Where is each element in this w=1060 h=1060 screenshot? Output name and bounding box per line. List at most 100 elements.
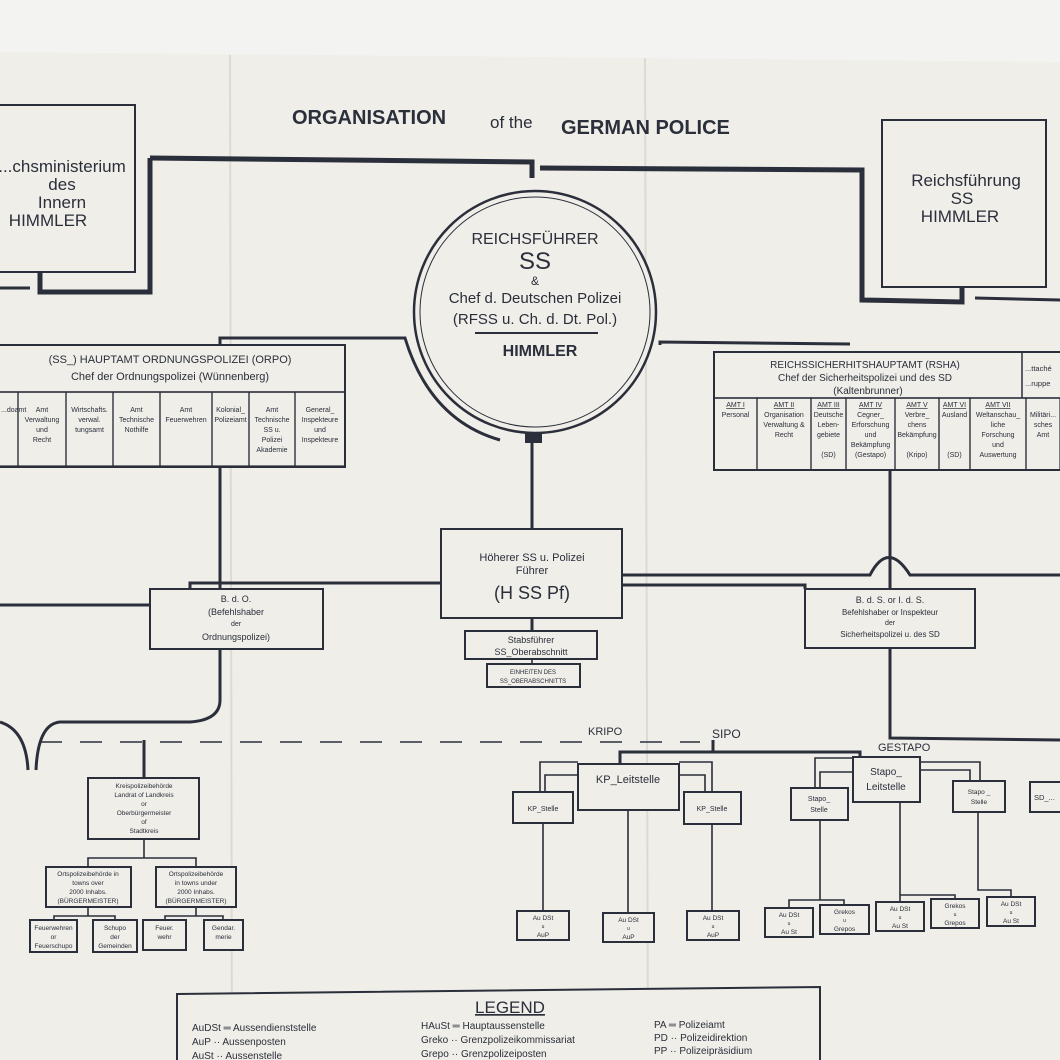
- box-text: B. d. S. or I. d. S.: [856, 595, 925, 605]
- box-text: Innern: [38, 193, 86, 212]
- cell-text: Deutsche: [814, 412, 844, 419]
- hsspf-box: Höherer SS u. Polizei Führer (H SS Pf): [440, 528, 623, 619]
- cell-text: Leben-: [818, 422, 840, 429]
- cell-text: und: [865, 432, 877, 439]
- cell-text: Amt: [266, 407, 279, 414]
- local-unit-box: Feuer.wehr: [142, 919, 187, 951]
- reichsministerium-box: ...chsministerium des Innern HIMMLER: [0, 104, 136, 273]
- amt-number: AMT VI: [943, 402, 966, 409]
- circle-text: &: [531, 274, 539, 288]
- box-text: Ordnungspolizei): [202, 632, 270, 642]
- cell-text: Forschung: [981, 432, 1014, 439]
- box-text: in towns under: [175, 880, 218, 887]
- cell-text: Personal: [722, 412, 750, 419]
- legend-title: LEGEND: [475, 998, 545, 1017]
- kripo-label: KRIPO: [588, 726, 623, 738]
- box-text: Reichsführung: [911, 171, 1021, 190]
- box-text: Landrat of Landkreis: [114, 792, 174, 799]
- box-text: Kreispolizeibehörde: [115, 783, 172, 790]
- cell-text: chens: [908, 422, 927, 429]
- box-text: Stelle: [971, 799, 988, 806]
- box-text: Grekos: [834, 909, 856, 916]
- box-text: Schupo: [104, 925, 126, 932]
- cell-text: Ausland: [942, 412, 967, 419]
- amt-number: AMT I: [726, 402, 745, 409]
- box-text: Feuerwehren: [34, 925, 73, 932]
- kp-stelle-box: KP_Stelle: [512, 791, 574, 824]
- box-text: SD_...: [1034, 793, 1055, 802]
- box-text: AuP: [537, 932, 549, 939]
- box-text: Leitstelle: [866, 782, 906, 793]
- legend-entry: AuDSt ═ Aussendienststelle: [192, 1023, 317, 1034]
- box-text: Befehlshaber or Inspekteur: [842, 608, 938, 617]
- box-text: der: [885, 620, 896, 627]
- box-text: Au St: [892, 923, 908, 930]
- amt-number: AMT II: [774, 402, 795, 409]
- cell-text: Verwaltung: [25, 417, 60, 424]
- box-text: HIMMLER: [9, 211, 87, 230]
- box-text: der: [110, 934, 120, 941]
- bdo-box: B. d. O. (Befehlshaber der Ordnungspoliz…: [149, 588, 324, 650]
- orts-over-box: Ortspolizeibehörde in towns over 2000 In…: [45, 866, 132, 908]
- box-text: (BÜRGERMEISTER): [165, 897, 226, 905]
- title-part: of the: [490, 113, 533, 132]
- cell-text: General_: [306, 407, 335, 414]
- box-text: of: [141, 819, 147, 826]
- orts-under-box: Ortspolizeibehörde in towns under 2000 I…: [155, 866, 237, 908]
- kp-stelle-box: KP_Stelle: [683, 791, 742, 825]
- legend-entry: Grepo ·· Grenzpolizeiposten: [421, 1049, 547, 1060]
- box-text: Stapo _: [968, 789, 991, 796]
- orpo-subtitle: Chef der Ordnungspolizei (Wünnenberg): [71, 371, 269, 383]
- cell-text: Amt: [36, 407, 49, 414]
- cell-text: Polizei: [262, 437, 283, 444]
- rsha-side-text: ...ttaché: [1025, 364, 1052, 373]
- title-part: ORGANISATION: [292, 107, 446, 129]
- cell-text: Amt: [130, 407, 143, 414]
- sd-box: SD_...: [1029, 781, 1060, 813]
- legend-entry: AuSt ·· Aussenstelle: [192, 1051, 282, 1060]
- circle-text: Chef d. Deutschen Polizei: [449, 290, 622, 307]
- box-text: (BÜRGERMEISTER): [57, 897, 118, 905]
- box-text: towns over: [72, 880, 104, 887]
- circle-text: HIMMLER: [503, 343, 578, 360]
- circle-text: SS: [519, 248, 551, 275]
- cell-text: Technische: [119, 417, 154, 424]
- stapo-stelle-box: Stapo _ Stelle: [952, 780, 1006, 813]
- box-text: Grepos: [944, 920, 966, 927]
- box-text: SS: [951, 189, 974, 208]
- box-text: ...chsministerium: [0, 157, 126, 176]
- cell-text: Kolonial_: [216, 407, 245, 414]
- reichsfuehrung-box: Reichsführung SS HIMMLER: [881, 119, 1047, 288]
- cell-text: Recht: [775, 432, 793, 439]
- box-text: Gemeinden: [98, 943, 132, 950]
- box-text: u: [542, 924, 545, 930]
- fold-line: [644, 57, 649, 1060]
- box-text: Stapo_: [808, 796, 830, 803]
- cell-text: Nothilfe: [125, 427, 149, 434]
- kreis-box: Kreispolizeibehörde Landrat of Landkreis…: [87, 777, 200, 840]
- box-text: or: [141, 801, 148, 808]
- box-text: 2000 Inhabs.: [69, 889, 107, 896]
- legend-entry: AuP ·· Aussenposten: [192, 1037, 286, 1048]
- cell-text: Technische: [254, 417, 289, 424]
- cell-text: sches: [1034, 422, 1053, 429]
- cell-text: SS u.: [263, 427, 280, 434]
- amt-number: AMT IV: [859, 402, 883, 409]
- cell-text: und: [314, 427, 326, 434]
- connector-lines: [0, 155, 1060, 920]
- cell-border: [294, 391, 346, 467]
- box-text: Au DSt: [1001, 901, 1022, 908]
- cell-text: (Gestapo): [855, 452, 886, 459]
- box-text: HIMMLER: [921, 207, 999, 226]
- cell-text: Wirtschafts.: [71, 407, 108, 414]
- local-unit-box: Gendar.merie: [203, 919, 244, 951]
- box-text: Au DSt: [890, 906, 911, 913]
- rsha-side-text: ...ruppe: [1025, 379, 1050, 388]
